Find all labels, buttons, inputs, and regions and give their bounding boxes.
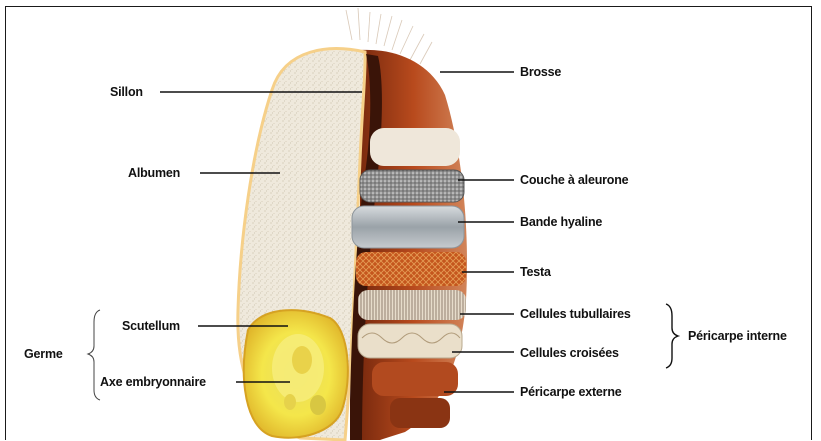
testa-band: [356, 252, 466, 286]
label-pericarpe-interne: Péricarpe interne: [688, 329, 787, 343]
tubular-band: [358, 290, 466, 320]
hyaline-band: [352, 206, 464, 248]
label-bande-hyaline: Bande hyaline: [520, 215, 602, 229]
pericarpe-interne-brace: [666, 304, 678, 368]
label-sillon: Sillon: [110, 85, 143, 99]
label-scutellum: Scutellum: [122, 319, 180, 333]
label-pericarpe-externe: Péricarpe externe: [520, 385, 622, 399]
cross-cells-band: [358, 324, 462, 358]
aleurone-band: [360, 170, 464, 202]
label-testa: Testa: [520, 265, 551, 279]
label-cellules-tubulaires: Cellules tubullaires: [520, 307, 631, 321]
label-couche-aleurone: Couche à aleurone: [520, 173, 628, 187]
label-brosse: Brosse: [520, 65, 561, 79]
label-cellules-croisees: Cellules croisées: [520, 346, 619, 360]
pericarp-externe-band: [372, 362, 458, 396]
label-axe-embryonnaire: Axe embryonnaire: [100, 375, 206, 389]
germe-brace: [88, 310, 100, 400]
label-germe: Germe: [24, 347, 63, 361]
label-albumen: Albumen: [128, 166, 180, 180]
